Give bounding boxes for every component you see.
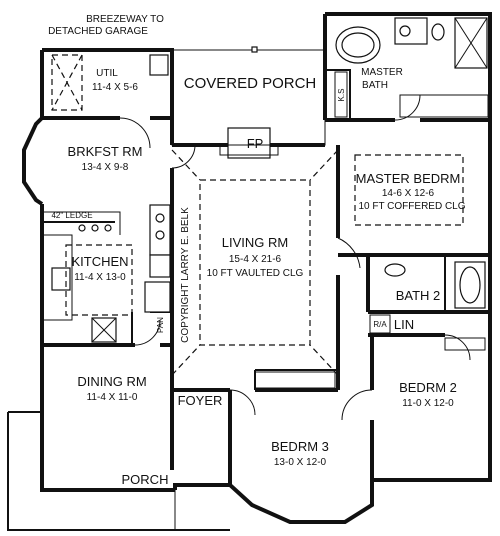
brkfst-label: BRKFST RM	[68, 144, 143, 159]
bath2-label: BATH 2	[396, 288, 441, 303]
exterior-walls	[22, 12, 492, 524]
covered-porch-label: COVERED PORCH	[184, 75, 317, 92]
dining-dimensions: 11-4 X 11-0	[87, 392, 138, 403]
breezeway-label-2: DETACHED GARAGE	[48, 26, 148, 37]
bedrm2-label: BEDRM 2	[399, 380, 457, 395]
util-label: UTIL	[96, 68, 118, 79]
ra-label: R/A	[373, 320, 387, 329]
room-labels: BREEZEWAY TO DETACHED GARAGE UTIL 11-4 X…	[48, 14, 466, 487]
brkfst-dimensions: 13-4 X 9-8	[82, 162, 129, 173]
kitchen-label: KITCHEN	[71, 254, 128, 269]
kitchen-dimensions: 11-4 X 13-0	[74, 272, 126, 283]
master-bath-label-1: MASTER	[361, 67, 403, 78]
util-dimensions: 11-4 X 5-6	[92, 82, 138, 93]
dining-label: DINING RM	[77, 374, 146, 389]
bedrm2-dimensions: 11-0 X 12-0	[402, 398, 454, 409]
fireplace	[219, 127, 279, 159]
master-bath-label-2: BATH	[362, 80, 388, 91]
kitchen-fixtures	[41, 204, 171, 343]
lin-label: LIN	[394, 317, 414, 332]
master-bedrm-label: MASTER BEDRM	[356, 171, 461, 186]
bath2-fixtures	[369, 261, 486, 334]
master-coffered-ceiling	[354, 154, 464, 226]
hall-closet	[254, 337, 486, 389]
bedrm3-dimensions: 13-0 X 12-0	[274, 457, 327, 468]
breezeway-label-1: BREEZEWAY TO	[86, 14, 164, 25]
porch-label: PORCH	[122, 472, 169, 487]
util-room	[51, 54, 169, 111]
ks-label: K.S	[337, 89, 346, 102]
pantry-label: PAN	[156, 317, 165, 333]
bedrm3-label: BEDRM 3	[271, 439, 329, 454]
living-label: LIVING RM	[222, 235, 288, 250]
porch-railing	[7, 411, 230, 531]
master-bedrm-dimensions: 14-6 X 12-6	[382, 188, 435, 199]
living-vault	[171, 149, 339, 376]
foyer-label: FOYER	[178, 393, 223, 408]
master-bedrm-ceiling: 10 FT COFFERED CLG	[358, 201, 465, 212]
living-ceiling: 10 FT VAULTED CLG	[207, 268, 304, 279]
fireplace-label: FP	[247, 136, 264, 151]
living-dimensions: 15-4 X 21-6	[229, 254, 282, 265]
ledge-label: 42" LEDGE	[51, 211, 92, 220]
master-bath-fixtures	[334, 17, 489, 118]
copyright-label: COPYRIGHT LARRY E. BELK	[180, 207, 191, 343]
